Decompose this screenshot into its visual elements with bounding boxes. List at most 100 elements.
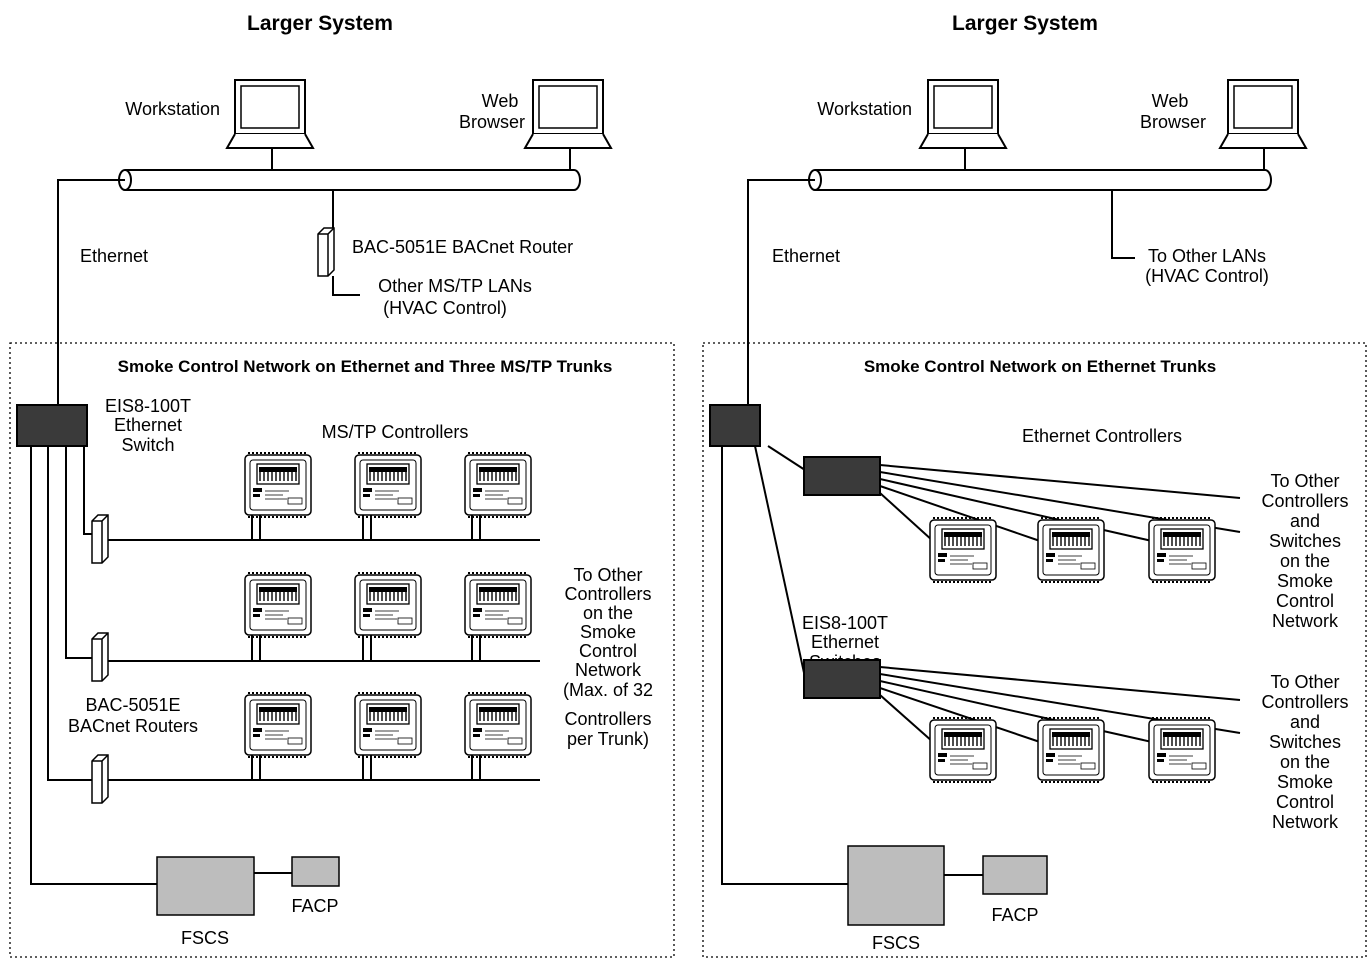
right-switches-label-1: EIS8-100T: [802, 613, 888, 633]
right-to-other-label-2: To Other Controllers and Switches on the…: [1261, 672, 1348, 832]
right-controller-icon: [1148, 717, 1216, 783]
svg-text:on the: on the: [583, 603, 633, 623]
svg-text:To Other: To Other: [1270, 672, 1339, 692]
left-controller-icon: [354, 572, 422, 638]
right-workstation-label: Workstation: [817, 99, 912, 119]
left-switch-label-2: Ethernet: [114, 415, 182, 435]
left-ethernet-label: Ethernet: [80, 246, 148, 266]
right-web-browser-laptop-icon: [1219, 79, 1307, 149]
left-controller-icon: [354, 692, 422, 758]
left-controller-icon: [354, 452, 422, 518]
svg-text:Switches: Switches: [1269, 531, 1341, 551]
left-trunk-2-drops: [251, 635, 481, 661]
right-ethernet-label: Ethernet: [772, 246, 840, 266]
left-router-1-icon: [91, 514, 109, 564]
left-title: Larger System: [247, 12, 393, 35]
left-routers-label-1: BAC-5051E: [85, 695, 180, 715]
left-routers-label-2: BACnet Routers: [68, 716, 198, 736]
left-controller-icon: [464, 692, 532, 758]
right-controller-icon: [1148, 517, 1216, 583]
left-facp-box: [291, 856, 340, 887]
left-switch-label-1: EIS8-100T: [105, 396, 191, 416]
right-workstation-laptop-icon: [919, 79, 1007, 149]
svg-text:Network: Network: [575, 660, 642, 680]
right-facp-box: [982, 855, 1048, 895]
left-controllers-label: MS/TP Controllers: [322, 422, 469, 442]
svg-text:Smoke: Smoke: [580, 622, 636, 642]
right-fscs-label: FSCS: [872, 933, 920, 953]
right-to-other-lans-1: To Other LANs: [1148, 246, 1266, 266]
left-workstation-laptop-icon: [226, 79, 314, 149]
svg-text:(Max. of 32: (Max. of 32: [563, 680, 653, 700]
left-controller-icon: [244, 452, 312, 518]
left-ethernet-cable: [57, 179, 125, 405]
left-router-label: BAC-5051E BACnet Router: [352, 237, 573, 257]
svg-text:Controllers: Controllers: [1261, 491, 1348, 511]
left-web-label-2: Browser: [459, 112, 525, 132]
right-ethernet-switch-1: [803, 456, 881, 496]
right-controllers-label: Ethernet Controllers: [1022, 426, 1182, 446]
svg-text:Switches: Switches: [1269, 732, 1341, 752]
right-facp-label: FACP: [991, 905, 1038, 925]
left-to-other-label: To Other Controllers on the Smoke Contro…: [563, 565, 653, 749]
svg-text:To Other: To Other: [573, 565, 642, 585]
svg-text:on the: on the: [1280, 752, 1330, 772]
left-ethernet-switch: [16, 404, 88, 447]
right-controller-icon: [1037, 717, 1105, 783]
right-to-other-label-1: To Other Controllers and Switches on the…: [1261, 471, 1348, 631]
left-router-3-icon: [91, 754, 109, 804]
right-web-label-1: Web: [1152, 91, 1189, 111]
right-to-other-lans-2: (HVAC Control): [1145, 266, 1269, 286]
svg-text:Smoke: Smoke: [1277, 772, 1333, 792]
svg-text:Control: Control: [579, 641, 637, 661]
svg-text:To Other: To Other: [1270, 471, 1339, 491]
right-fscs-box: [847, 845, 945, 926]
left-trunk-1-drops: [251, 515, 481, 540]
right-switch-1-cables: [879, 464, 1241, 542]
left-switch-cables: [30, 446, 157, 885]
left-smoke-network-boundary: [9, 342, 675, 958]
svg-text:Control: Control: [1276, 591, 1334, 611]
left-controller-icon: [464, 572, 532, 638]
left-workstation-label: Workstation: [125, 99, 220, 119]
right-controller-icon: [1037, 517, 1105, 583]
right-ethernet-cable: [747, 179, 815, 405]
right-controller-icon: [929, 517, 997, 583]
right-web-label-2: Browser: [1140, 112, 1206, 132]
left-pc-drops: [271, 148, 571, 170]
right-switches-label-2: Ethernet: [811, 632, 879, 652]
left-controller-icon: [464, 452, 532, 518]
left-network-title: Smoke Control Network on Ethernet and Th…: [118, 357, 613, 376]
svg-text:Controllers: Controllers: [564, 709, 651, 729]
left-router-2-icon: [91, 632, 109, 682]
right-main-switch-cables: [721, 445, 848, 885]
right-main-ethernet-switch: [709, 404, 761, 447]
svg-text:Smoke: Smoke: [1277, 571, 1333, 591]
left-backbone-cable: [118, 169, 581, 191]
left-web-browser-laptop-icon: [524, 79, 612, 149]
svg-text:Network: Network: [1272, 812, 1339, 832]
left-controller-icon: [244, 692, 312, 758]
left-trunk-3-drops: [251, 755, 481, 780]
svg-text:per Trunk): per Trunk): [567, 729, 649, 749]
left-fscs-label: FSCS: [181, 928, 229, 948]
right-smoke-network-boundary: [702, 342, 1367, 958]
right-ethernet-switch-2: [803, 659, 881, 699]
right-network-title: Smoke Control Network on Ethernet Trunks: [864, 357, 1216, 376]
left-mstp-line: [332, 276, 360, 296]
left-facp-label: FACP: [291, 896, 338, 916]
svg-text:and: and: [1290, 712, 1320, 732]
right-controller-icon: [929, 717, 997, 783]
svg-text:and: and: [1290, 511, 1320, 531]
svg-text:Controllers: Controllers: [1261, 692, 1348, 712]
left-web-label-1: Web: [482, 91, 519, 111]
left-controller-icon: [244, 572, 312, 638]
left-other-lans-1: Other MS/TP LANs: [378, 276, 532, 296]
left-fscs-box: [156, 856, 255, 916]
svg-text:Controllers: Controllers: [564, 584, 651, 604]
right-title: Larger System: [952, 12, 1098, 35]
right-other-lans-drop: [1111, 190, 1135, 259]
left-other-lans-2: (HVAC Control): [383, 298, 507, 318]
right-pc-drops: [964, 148, 1265, 170]
left-switch-label-3: Switch: [121, 435, 174, 455]
